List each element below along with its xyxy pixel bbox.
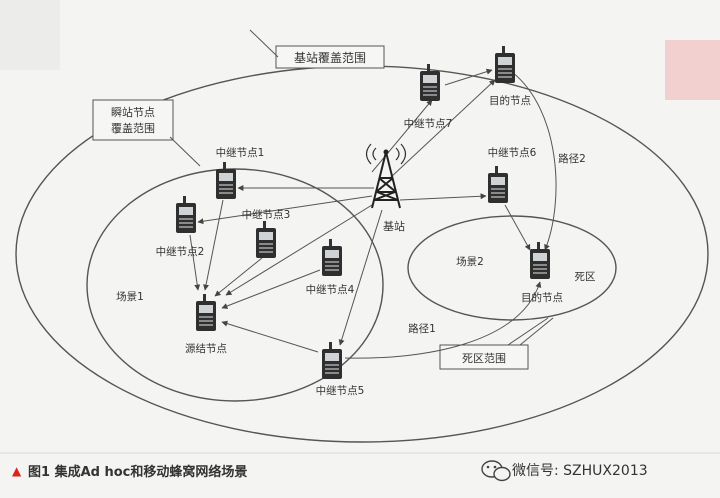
link-relay1-source	[203, 199, 224, 291]
link-base-source	[225, 204, 373, 296]
path2-curve	[511, 71, 557, 251]
base-station-tower-icon	[365, 143, 407, 209]
scene1-coverage-ellipse	[86, 168, 384, 402]
link-source-relay5	[221, 320, 319, 353]
source-label: 源结节点	[185, 342, 227, 355]
relay1-label: 中继节点1	[216, 146, 265, 159]
relay-coverage-pointer	[169, 136, 201, 167]
relay2-device-icon	[176, 196, 196, 233]
caption-marker-icon: ▲	[12, 464, 22, 478]
base-coverage-label: 基站覆盖范围	[294, 51, 366, 65]
base-coverage-pointer	[249, 29, 279, 58]
relay5-label: 中继节点5	[316, 384, 365, 397]
blind-coverage-pointer-b	[519, 317, 554, 346]
scene2-label: 场景2	[456, 255, 484, 268]
link-relay2-source	[189, 234, 201, 291]
relay4-label: 中继节点4	[306, 283, 355, 296]
dest-mid-device-icon	[530, 242, 550, 279]
link-base-relay5	[338, 209, 383, 346]
relay3-label: 中继节点3	[242, 208, 291, 221]
blind-zone-ellipse	[407, 215, 617, 321]
wechat-icon	[481, 460, 511, 482]
link-base-relay6	[399, 193, 487, 201]
relay4-device-icon	[322, 239, 342, 276]
relay-coverage-label-line2: 覆盖范围	[111, 121, 155, 135]
blind-zone-label: 死区	[575, 271, 596, 283]
base-station-label: 基站	[383, 219, 405, 233]
relay2-label: 中继节点2	[156, 245, 205, 258]
relay6-device-icon	[488, 166, 508, 203]
dest-mid-label: 目的节点	[521, 291, 563, 304]
blind-coverage-pointer-a	[507, 317, 549, 346]
relay-coverage-label-line1: 瞬站节点	[111, 105, 155, 119]
link-relay3-source	[214, 257, 263, 297]
source-device-icon	[196, 294, 216, 331]
blind-coverage-label-box	[439, 344, 529, 370]
pink-decoration	[665, 40, 720, 100]
scene1-label: 场景1	[116, 290, 144, 303]
relay-coverage-label-box	[92, 99, 174, 141]
relay3-device-icon	[256, 221, 276, 258]
background-decoration	[0, 0, 60, 70]
relay5-device-icon	[322, 342, 342, 379]
link-base-relay2	[197, 195, 373, 225]
relay7-label: 中继节点7	[404, 117, 453, 130]
blind-coverage-label: 死区范围	[462, 351, 506, 365]
link-relay6-dest-mid	[504, 204, 531, 251]
figure-caption: 图1 集成Ad hoc和移动蜂窝网络场景	[28, 464, 247, 480]
path1-label: 路径1	[408, 322, 436, 335]
relay1-device-icon	[216, 162, 236, 199]
dest-top-device-icon	[495, 46, 515, 83]
link-base-relay7	[371, 99, 433, 173]
dest-top-label: 目的节点	[489, 94, 531, 107]
link-base-dest-top	[389, 79, 496, 179]
link-relay7-dest-top	[444, 68, 493, 86]
watermark-text: 微信号: SZHUX2013	[512, 463, 648, 479]
path1-curve	[344, 281, 542, 359]
link-relay4-source	[221, 269, 321, 309]
base-coverage-label-box	[275, 45, 385, 69]
relay6-label: 中继节点6	[488, 146, 537, 159]
network-links	[189, 68, 557, 359]
path2-label: 路径2	[558, 152, 586, 165]
